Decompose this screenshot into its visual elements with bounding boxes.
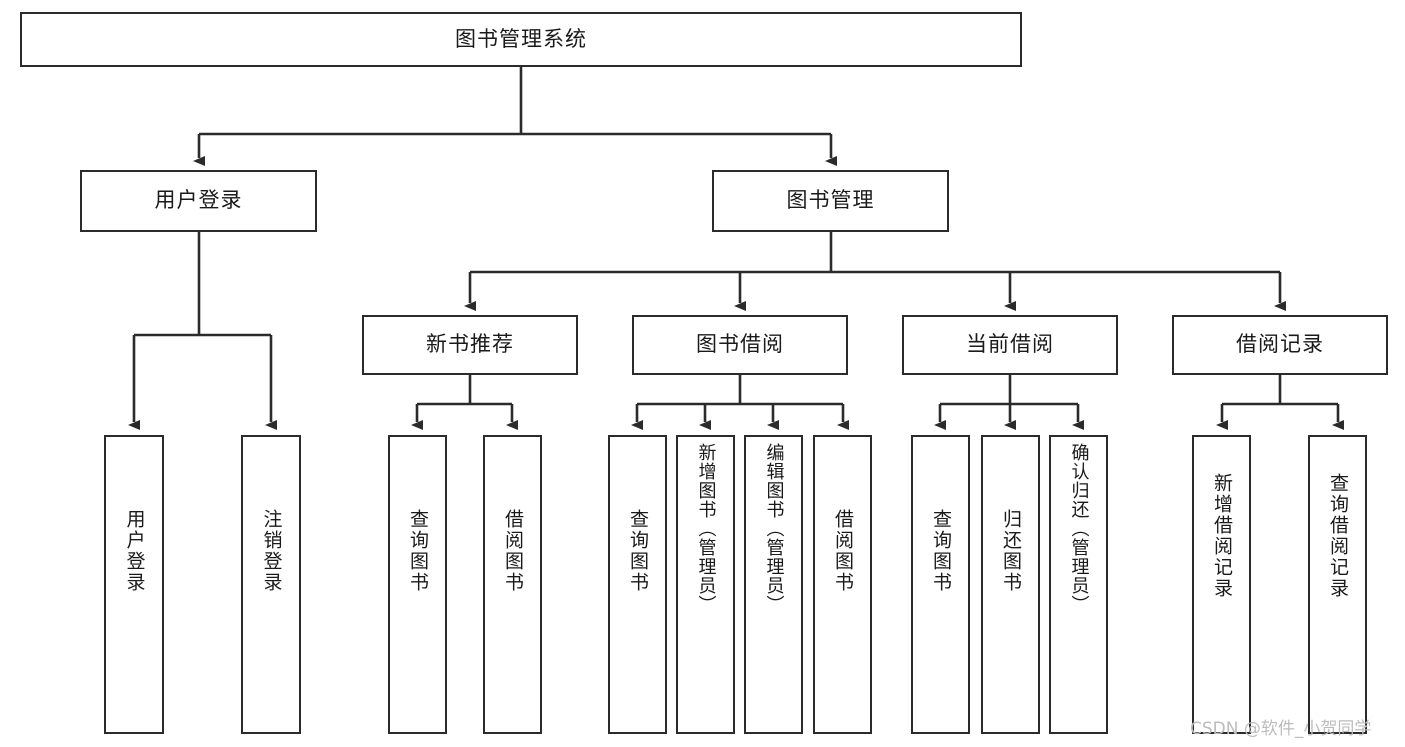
leaf-query-book-1-label: 查询图书: [407, 509, 430, 593]
leaf-query-book-2-label: 查询图书: [627, 509, 650, 593]
leaf-edit-book[interactable]: 编辑图书（管理员）: [744, 435, 803, 734]
leaf-user-login-label: 用户登录: [123, 509, 146, 593]
leaf-borrow-book-2[interactable]: 借阅图书: [813, 435, 872, 734]
node-borrow-record-label: 借阅记录: [1236, 332, 1324, 357]
leaf-query-book-3-label: 查询图书: [930, 509, 953, 593]
node-current-borrow[interactable]: 当前借阅: [902, 315, 1118, 375]
node-book-manage-label: 图书管理: [786, 188, 875, 213]
leaf-confirm-return-label: 确认归还（管理员）: [1068, 443, 1090, 614]
node-root[interactable]: 图书管理系统: [20, 12, 1022, 67]
node-new-book-recommend-label: 新书推荐: [426, 332, 514, 357]
leaf-return-book-label: 归还图书: [1000, 509, 1023, 593]
leaf-add-borrow-record[interactable]: 新增借阅记录: [1192, 435, 1251, 734]
leaf-edit-book-label: 编辑图书（管理员）: [763, 443, 785, 614]
leaf-return-book[interactable]: 归还图书: [981, 435, 1040, 734]
leaf-query-book-1[interactable]: 查询图书: [388, 435, 447, 734]
leaf-query-book-3[interactable]: 查询图书: [911, 435, 970, 734]
node-book-borrow-label: 图书借阅: [696, 332, 784, 357]
leaf-query-borrow-record-label: 查询借阅记录: [1327, 473, 1350, 599]
node-current-borrow-label: 当前借阅: [966, 332, 1054, 357]
node-borrow-record[interactable]: 借阅记录: [1172, 315, 1388, 375]
leaf-logout[interactable]: 注销登录: [241, 435, 301, 734]
leaf-borrow-book-2-label: 借阅图书: [832, 509, 855, 593]
leaf-query-book-2[interactable]: 查询图书: [608, 435, 667, 734]
leaf-query-borrow-record[interactable]: 查询借阅记录: [1308, 435, 1367, 734]
node-root-label: 图书管理系统: [455, 26, 587, 51]
node-user-login[interactable]: 用户登录: [80, 170, 317, 232]
leaf-user-login[interactable]: 用户登录: [104, 435, 164, 734]
node-user-login-label: 用户登录: [154, 188, 243, 213]
node-book-borrow[interactable]: 图书借阅: [632, 315, 848, 375]
leaf-borrow-book-1-label: 借阅图书: [502, 509, 525, 593]
leaf-add-borrow-record-label: 新增借阅记录: [1211, 473, 1234, 599]
csdn-watermark: CSDN @软件_小贺同学: [1190, 719, 1372, 739]
leaf-borrow-book-1[interactable]: 借阅图书: [483, 435, 542, 734]
node-new-book-recommend[interactable]: 新书推荐: [362, 315, 578, 375]
leaf-logout-label: 注销登录: [260, 509, 283, 593]
leaf-confirm-return[interactable]: 确认归还（管理员）: [1049, 435, 1108, 734]
leaf-add-book-label: 新增图书（管理员）: [695, 443, 717, 614]
leaf-add-book[interactable]: 新增图书（管理员）: [676, 435, 735, 734]
node-book-manage[interactable]: 图书管理: [712, 170, 949, 232]
